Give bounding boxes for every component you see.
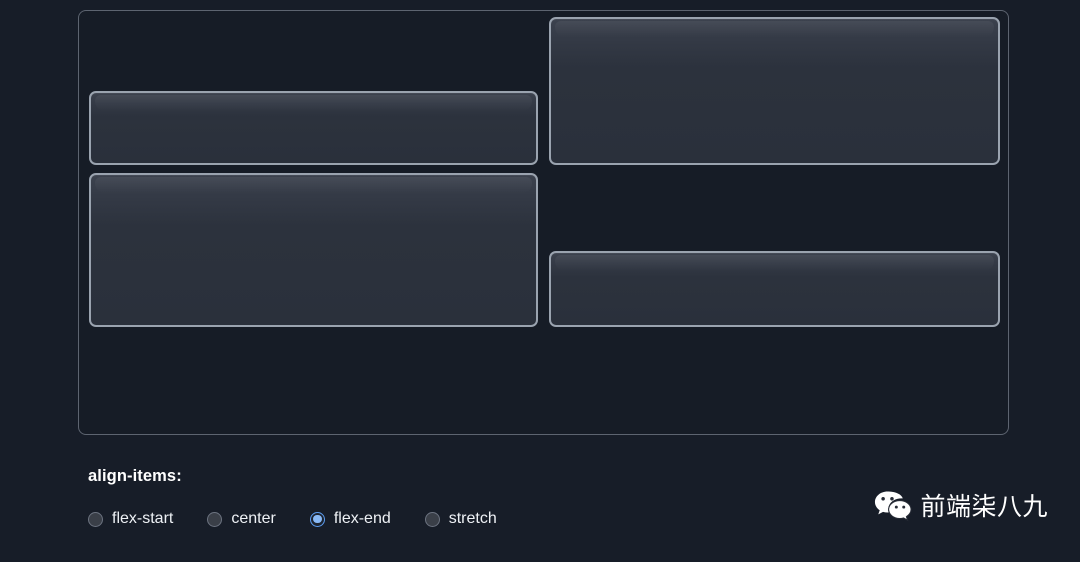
flex-item-1 <box>89 91 538 165</box>
radio-group: flex-start center flex-end stretch <box>88 510 788 528</box>
radio-option-center[interactable]: center <box>207 510 276 528</box>
radio-mark-flex-start[interactable] <box>88 511 103 527</box>
radio-label-center: center <box>231 510 276 527</box>
radio-label-flex-end: flex-end <box>333 510 391 527</box>
radio-mark-stretch[interactable] <box>424 511 440 527</box>
radio-label-stretch: stretch <box>448 510 497 527</box>
flex-item-3 <box>89 173 538 327</box>
watermark: 前端柒八九 <box>874 490 1048 523</box>
flex-item-4 <box>549 251 1000 327</box>
flex-item-2 <box>549 17 1000 165</box>
controls-title: align-items: <box>88 467 182 485</box>
align-items-controls: align-items: flex-start center flex-end … <box>88 466 788 528</box>
radio-option-flex-end[interactable]: flex-end <box>309 510 391 528</box>
radio-mark-center[interactable] <box>207 511 223 527</box>
watermark-text: 前端柒八九 <box>920 492 1048 521</box>
radio-label-flex-start: flex-start <box>112 510 174 527</box>
wechat-icon <box>875 491 913 522</box>
radio-mark-flex-end[interactable] <box>309 511 325 527</box>
radio-option-flex-start[interactable]: flex-start <box>88 510 173 528</box>
flex-demo-container <box>78 10 1009 435</box>
radio-option-stretch[interactable]: stretch <box>424 510 497 528</box>
